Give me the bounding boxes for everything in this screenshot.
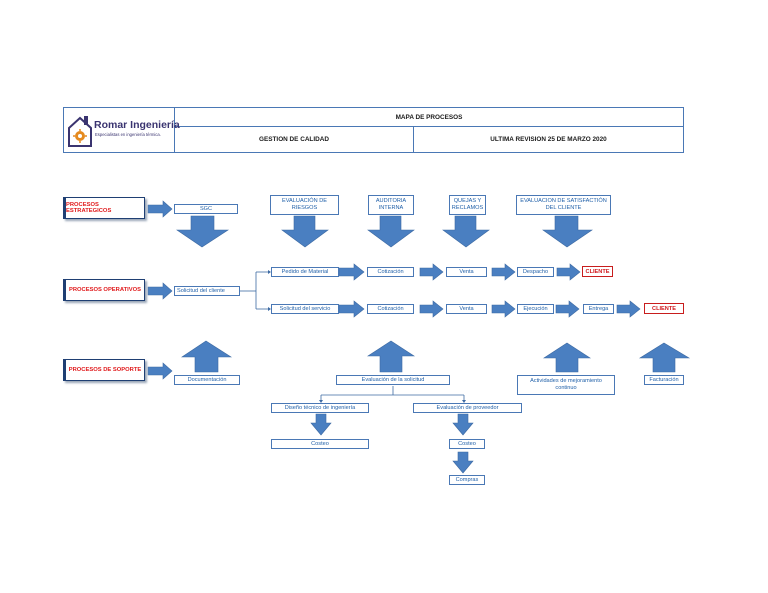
support-purchases: Compras	[449, 475, 485, 485]
row1-client: CLIENTE	[582, 266, 613, 277]
support-costing-right: Costeo	[449, 439, 485, 449]
category-strategic: PROCESOS ESTRATEGICOS	[63, 197, 145, 219]
row1-quotation: Cotización	[367, 267, 414, 277]
header-subtitle-cell	[174, 126, 414, 153]
row2-quotation: Cotización	[367, 304, 414, 314]
category-support: PROCESOS DE SOPORTE	[63, 359, 145, 381]
strategic-sgc: SGC	[174, 204, 238, 214]
row1-material-order: Pedido de Material	[271, 267, 339, 277]
support-costing-left: Costeo	[271, 439, 369, 449]
strategic-satisfaction: EVALUACION DE SATISFACTIÓN DEL CLIENTE	[516, 195, 611, 215]
company-logo-icon	[68, 116, 92, 147]
support-supplier-evaluation: Evaluación de proveedor	[413, 403, 522, 413]
support-billing: Facturación	[644, 375, 684, 385]
company-name: Romar Ingeniería	[94, 119, 180, 131]
strategic-risk-evaluation: EVALUACIÓN DE RIESGOS	[270, 195, 339, 215]
row2-execution: Ejecución	[517, 304, 554, 314]
row1-dispatch: Despacho	[517, 267, 554, 277]
header-revision-cell	[413, 126, 684, 153]
support-improvement: Actividades de mejoramiento continuo	[517, 375, 615, 395]
support-engineering-design: Diseño técnico de ingeniería	[271, 403, 369, 413]
support-documentation: Documentación	[174, 375, 240, 385]
row2-sale: Venta	[446, 304, 487, 314]
support-request-evaluation: Evaluación de la solicitud	[336, 375, 450, 385]
row2-client: CLIENTE	[644, 303, 684, 314]
strategic-internal-audit: AUDITORIA INTERNA	[368, 195, 414, 215]
row1-sale: Venta	[446, 267, 487, 277]
revision-date: ULTIMA REVISION 25 DE MARZO 2020	[490, 136, 607, 143]
operative-client-request: Solicitud del cliente	[174, 286, 240, 296]
category-operative: PROCESOS OPERATIVOS	[63, 279, 145, 301]
page-subtitle: GESTION DE CALIDAD	[259, 136, 329, 143]
page-title: MAPA DE PROCESOS	[395, 113, 463, 121]
row2-delivery: Entrega	[583, 304, 614, 314]
strategic-complaints: QUEJAS Y RECLAMOS	[449, 195, 486, 215]
row2-service-request: Solicitud del servicio	[271, 304, 339, 314]
company-tagline: Especialistas en ingeniería térmica.	[95, 132, 161, 137]
